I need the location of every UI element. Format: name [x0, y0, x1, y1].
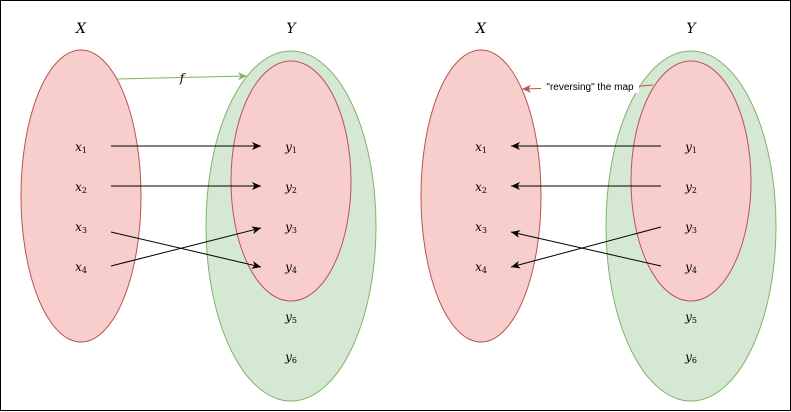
right-y3-label: y3: [684, 220, 697, 235]
right-domain-label: X: [475, 21, 487, 37]
right-annotation-label: "reversing" the map: [546, 82, 634, 93]
right-codomain-label: Y: [686, 21, 697, 37]
left-x3-label: x3: [75, 220, 87, 235]
right-y1-label: y1: [684, 140, 697, 155]
left-image-set: [230, 60, 352, 302]
left-arrow-x4-y3: [110, 226, 262, 267]
left-y3-label: y3: [284, 220, 297, 235]
right-arrow-y3-x4: [510, 226, 662, 269]
left-domain-set-x: [20, 49, 142, 343]
right-x1-label: x1: [475, 140, 487, 155]
right-x3-label: x3: [475, 220, 487, 235]
right-domain-set-x: [420, 49, 542, 343]
right-y5-label: y5: [684, 310, 697, 325]
right-annotation-bg: [541, 79, 639, 93]
right-x4-label: x4: [475, 260, 487, 275]
right-y2-label: y2: [684, 180, 697, 195]
left-x2-label: x2: [75, 180, 87, 195]
left-x4-label: x4: [75, 260, 87, 275]
left-y1-label: y1: [284, 140, 297, 155]
left-diagram: X Y f x1 x2 x3 x4 y1 y2 y3 y4 y5 y6: [20, 21, 377, 402]
right-y4-label: y4: [684, 260, 697, 275]
right-image-set: [630, 60, 752, 302]
right-diagram: X Y "reversing" the map x1 x2 x3 x4 y1 y…: [420, 21, 777, 402]
left-y5-label: y5: [284, 310, 297, 325]
right-y6-label: y6: [684, 350, 697, 365]
right-x2-label: x2: [475, 180, 487, 195]
left-domain-label: X: [75, 21, 87, 37]
left-y4-label: y4: [284, 260, 297, 275]
right-arrow-y4-x3: [510, 230, 662, 267]
left-arrow-x3-y4: [110, 231, 262, 269]
left-y6-label: y6: [284, 350, 297, 365]
left-y2-label: y2: [284, 180, 297, 195]
left-x1-label: x1: [75, 140, 87, 155]
left-map-label: f: [179, 71, 187, 85]
left-map-arrow: [116, 72, 248, 81]
left-codomain-label: Y: [286, 21, 297, 37]
